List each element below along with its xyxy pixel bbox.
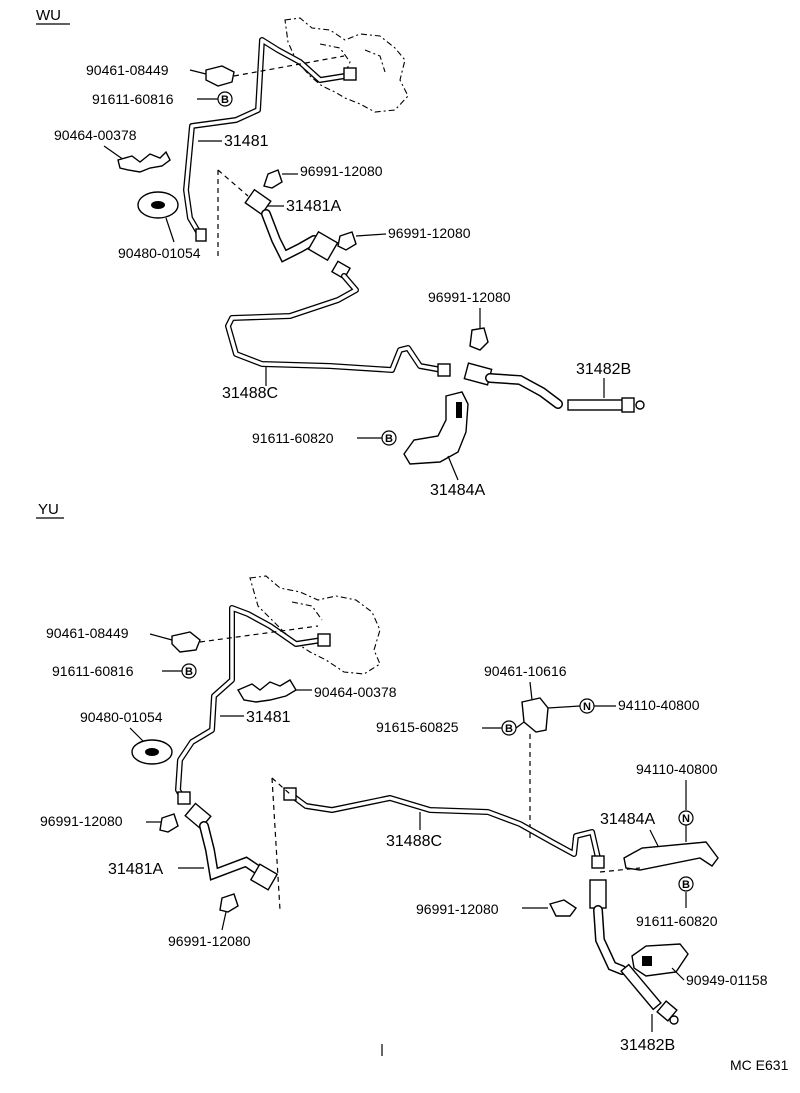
circle-mark-letter: N (682, 813, 690, 825)
circle-mark-letter: N (583, 701, 591, 713)
section-wu: WU 90461-08449 91611-60816 B 90464-00378… (36, 7, 645, 499)
bracket-part (623, 841, 719, 871)
part-number-label: 31484A (600, 811, 655, 828)
tube-fitting (437, 363, 451, 377)
section-title-yu: YU (38, 501, 59, 518)
bolt-circle-mark (181, 663, 197, 679)
master-cylinder-outline (284, 17, 409, 113)
hose-clip-part (159, 813, 179, 833)
part-number-label: 96991-12080 (40, 813, 123, 829)
tube-fitting (591, 855, 605, 869)
part-number-label: 91611-60820 (252, 430, 334, 446)
part-number-label: 90480-01054 (118, 245, 201, 261)
part-number-label: 90464-00378 (54, 127, 137, 143)
circle-mark-letter: B (682, 879, 690, 891)
part-number-label: 96991-12080 (300, 163, 383, 179)
part-number-label: 96991-12080 (388, 225, 471, 241)
clip-part (117, 150, 171, 173)
part-number-label: 31482B (620, 1037, 675, 1054)
part-number-label: 90949-01158 (686, 972, 768, 988)
part-number-label: 91611-60816 (92, 91, 174, 107)
hose-end-fitting (567, 399, 625, 411)
circle-mark-letter: B (185, 666, 193, 678)
part-number-label: 90461-08449 (46, 625, 129, 641)
figure-code: MC E631 (730, 1057, 789, 1073)
part-number-label: 31484A (430, 482, 485, 499)
part-number-label: 90480-01054 (80, 709, 163, 725)
hose-end-fitting (589, 879, 607, 909)
hose-clip-part (263, 169, 283, 189)
part-number-label: 90464-00378 (314, 684, 397, 700)
bolt-circle-mark (678, 876, 694, 892)
tube-fitting (343, 67, 357, 81)
hose-clip-part (337, 231, 357, 251)
section-title-wu: WU (36, 7, 61, 24)
section-yu: YU 90461-08449 91611-60816 B 90464-00378… (36, 501, 789, 1073)
part-number-label: 31488C (386, 833, 442, 850)
part-number-label: 96991-12080 (428, 289, 511, 305)
part-number-label: 31481 (224, 133, 269, 150)
clamp-part (521, 697, 549, 733)
retainer-part (631, 943, 689, 977)
part-number-label: 96991-12080 (168, 933, 251, 949)
hose-clip-part (469, 327, 489, 351)
hose-clip-part (548, 899, 578, 917)
tube-fitting (177, 791, 191, 805)
part-number-label: 91611-60820 (636, 913, 718, 929)
hose-end-fitting (620, 963, 662, 1011)
bracket-part (403, 391, 469, 465)
part-number-label: 94110-40800 (636, 761, 718, 777)
hose-clip-part (219, 893, 239, 913)
tube-fitting (317, 633, 331, 647)
part-number-label: 31488C (222, 385, 278, 402)
bolt-circle-mark (217, 91, 233, 107)
part-number-label: 90461-10616 (484, 663, 567, 679)
bolt-circle-mark (381, 430, 397, 446)
part-number-label: 91611-60816 (52, 663, 134, 679)
hose-end-fitting (244, 188, 272, 216)
part-number-label: 31481A (286, 198, 341, 215)
part-number-label: 96991-12080 (416, 901, 499, 917)
circle-mark-letter: B (505, 723, 513, 735)
part-number-label: 94110-40800 (618, 697, 700, 713)
clip-part (236, 679, 297, 703)
hose-end-fitting (307, 230, 339, 262)
hose-end-fitting (249, 863, 279, 891)
part-number-label: 31481 (246, 709, 291, 726)
circle-mark-letter: B (385, 433, 393, 445)
clamp-part (205, 65, 235, 87)
tube-fitting (195, 228, 207, 242)
part-number-label: 31482B (576, 361, 631, 378)
clamp-part (171, 631, 201, 653)
part-number-label: 91615-60825 (376, 719, 459, 735)
part-number-label: 90461-08449 (86, 62, 169, 78)
circle-mark-letter: B (221, 94, 229, 106)
part-number-label: 31481A (108, 861, 163, 878)
